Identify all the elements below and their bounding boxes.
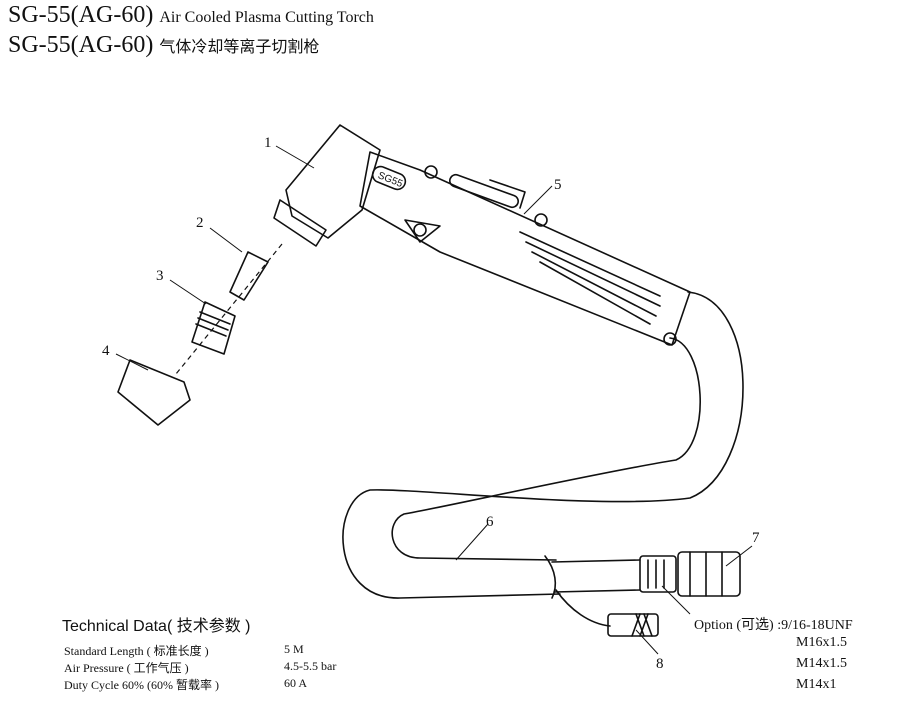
leader-6 [455, 523, 489, 561]
control-plug-knurl [631, 613, 653, 637]
tech-row-value: 4.5-5.5 bar [284, 659, 337, 673]
cable-inner-outline [391, 337, 701, 561]
handle-screw [413, 223, 427, 237]
title-english: SG-55(AG-60) Air Cooled Plasma Cutting To… [8, 2, 374, 29]
callout-3: 3 [156, 268, 164, 284]
leader-2 [209, 227, 243, 253]
option-thread-sizes: Option (可选) :9/16-18UNF M16x1.5 M14x1.5 … [694, 614, 853, 698]
callout-7: 7 [752, 530, 760, 546]
handle-grip-lines [519, 231, 661, 325]
leader-option [661, 585, 691, 615]
technical-data: Technical Data( 技术参数 ) Standard Length (… [62, 612, 392, 693]
handle-slot [449, 173, 519, 209]
leader-8 [635, 629, 659, 655]
torch-head-nozzle [273, 199, 327, 247]
title-description-cn: 气体冷却等离子切割枪 [159, 39, 320, 56]
trigger [489, 179, 526, 209]
tech-row-label: Standard Length ( 标准长度 ) [64, 644, 209, 658]
tech-row-value: 5 M [284, 642, 304, 656]
callout-8: 8 [656, 656, 664, 672]
gas-fitting-nut-lines [689, 551, 723, 597]
callout-5: 5 [554, 177, 562, 193]
torch-handle [359, 151, 691, 346]
technical-data-title: Technical Data( 技术参数 ) [62, 618, 251, 635]
handle-bracket [404, 219, 441, 243]
gas-fitting-nut [677, 551, 741, 597]
leader-1 [275, 145, 315, 169]
model-name: SG-55(AG-60) [8, 32, 154, 58]
swirl-ring [191, 301, 236, 355]
handle-screw [663, 332, 677, 346]
control-wire [555, 589, 611, 627]
callout-6: 6 [486, 514, 494, 530]
tech-row: Air Pressure ( 工作气压 ) 4.5-5.5 bar [62, 659, 392, 676]
callout-1: 1 [264, 135, 272, 151]
callout-4: 4 [102, 343, 110, 359]
option-value: M14x1.5 [796, 656, 847, 671]
title-description-en: Air Cooled Plasma Cutting Torch [159, 9, 374, 26]
leader-7 [725, 545, 753, 567]
swirl-ring-knurl [195, 311, 231, 337]
tech-row-value: 60 A [284, 676, 308, 690]
cable-tube [551, 559, 641, 593]
leader-5 [523, 185, 553, 215]
electrode [229, 251, 269, 301]
model-name: SG-55(AG-60) [8, 2, 154, 28]
gas-fitting-knurl [647, 559, 665, 589]
handle-screw [534, 213, 548, 227]
tech-row: Duty Cycle 60% (60% 暂载率 ) 60 A [62, 676, 392, 693]
shield-cup [117, 359, 191, 426]
control-plug [607, 613, 659, 637]
tech-row: Standard Length ( 标准长度 ) 5 M [62, 642, 392, 659]
title-chinese: SG-55(AG-60) 气体冷却等离子切割枪 [8, 32, 319, 59]
option-label: Option (可选) :9/16-18UNF [694, 618, 853, 633]
leader-4 [115, 353, 149, 371]
tech-row-label: Air Pressure ( 工作气压 ) [64, 661, 189, 675]
gas-fitting-body [639, 555, 677, 593]
torch-head [285, 124, 381, 239]
option-value: M16x1.5 [796, 635, 847, 650]
leader-3 [169, 279, 207, 305]
option-value: M14x1 [796, 677, 837, 692]
handle-screw [424, 165, 438, 179]
tech-row-label: Duty Cycle 60% (60% 暂载率 ) [64, 678, 219, 692]
cable-sleeve [544, 555, 557, 599]
cable-outline [342, 291, 744, 599]
callout-2: 2 [196, 215, 204, 231]
assembly-axis [175, 243, 283, 375]
